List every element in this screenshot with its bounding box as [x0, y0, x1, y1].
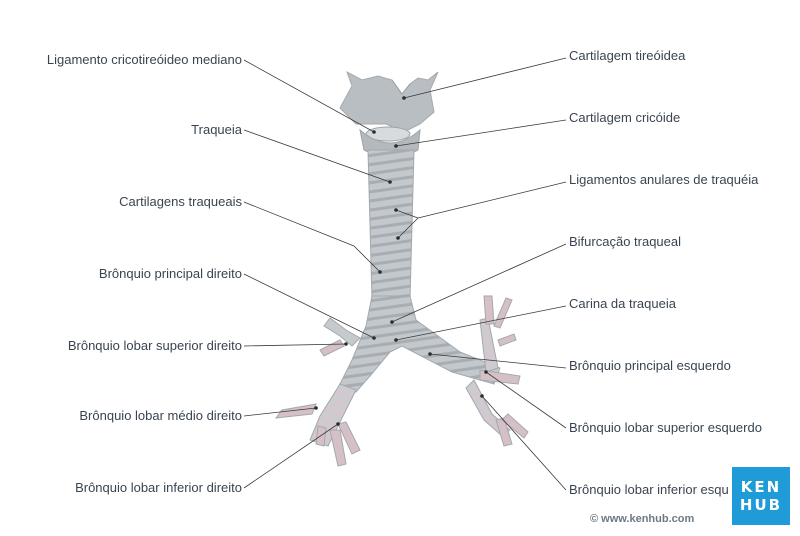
leader-line-ligamentos-anulares-a [417, 181, 567, 219]
leader-line-bifurcacao [391, 243, 567, 323]
copyright-text: © www.kenhub.com [590, 513, 695, 525]
logo-line-2: HUB [739, 496, 783, 514]
kenhub-logo: KEN HUB [732, 467, 790, 525]
leader-line-cartilagens-a [243, 201, 355, 247]
label-bronquio-principal-esquerdo: Brônquio principal esquerdo [569, 358, 731, 373]
label-cartilagem-tireoidea: Cartilagem tireóidea [569, 48, 686, 63]
label-bifurcacao-traqueal: Bifurcação traqueal [569, 234, 682, 249]
label-ligamento-cricotireoideo-mediano: Ligamento cricotireóideo mediano [46, 52, 242, 67]
label-bronquio-lobar-inferior-esquerdo: Brônquio lobar inferior esquerdo [569, 482, 729, 497]
leader-line-cartilagem-tireoidea [403, 57, 567, 99]
leader-lines-right [391, 57, 567, 491]
left-bronchial-tree [465, 295, 529, 447]
main-bronchi-shape [339, 295, 501, 393]
label-bronquio-lobar-inferior-direito: Brônquio lobar inferior direito [75, 480, 242, 495]
label-ligamentos-anulares-de-traqueia: Ligamentos anulares de traquéia [569, 172, 759, 187]
label-bronquio-principal-direito: Brônquio principal direito [98, 266, 242, 281]
label-cartilagem-cricoide: Cartilagem cricóide [569, 110, 681, 125]
leader-line-bronquio-principal-esquerdo [429, 353, 567, 369]
label-bronquio-lobar-superior-direito: Brônquio lobar superior direito [67, 338, 242, 353]
leader-dots [314, 96, 488, 426]
label-bronquio-lobar-medio-direito: Brônquio lobar médio direito [79, 408, 242, 423]
leader-line-bronquio-lobar-inferior-esquerdo [481, 395, 567, 491]
leader-line-carina [395, 305, 567, 341]
logo-line-1: KEN [740, 478, 782, 496]
label-cartilagens-traqueais: Cartilagens traqueais [119, 194, 242, 209]
leader-line-bronquio-lobar-superior-esquerdo [485, 371, 567, 429]
leader-line-cartilagens-b [353, 245, 381, 273]
leader-line-bronquio-lobar-superior-direito [243, 343, 347, 347]
leader-line-bronquio-principal-direito [243, 273, 375, 339]
trachea-shape [367, 149, 415, 301]
leader-lines-left [243, 59, 391, 489]
leader-line-ligamentos-anulares-b [395, 209, 419, 219]
thyroid-cartilage-shape [339, 70, 439, 133]
label-carina-da-traqueia: Carina da traqueia [569, 296, 676, 311]
leader-line-traqueia [243, 129, 391, 183]
right-bronchial-tree [274, 317, 361, 467]
leader-line-ligamentos-anulares-c [397, 217, 419, 239]
leader-line-bronquio-lobar-inferior-direito [243, 423, 339, 489]
leader-line-ligamento [243, 59, 375, 133]
label-traqueia: Traqueia [191, 122, 242, 137]
label-bronquio-lobar-superior-esquerdo: Brônquio lobar superior esquerdo [569, 420, 762, 435]
leader-line-cartilagem-cricoide [395, 119, 567, 147]
leader-line-bronquio-lobar-medio-direito [243, 407, 317, 417]
